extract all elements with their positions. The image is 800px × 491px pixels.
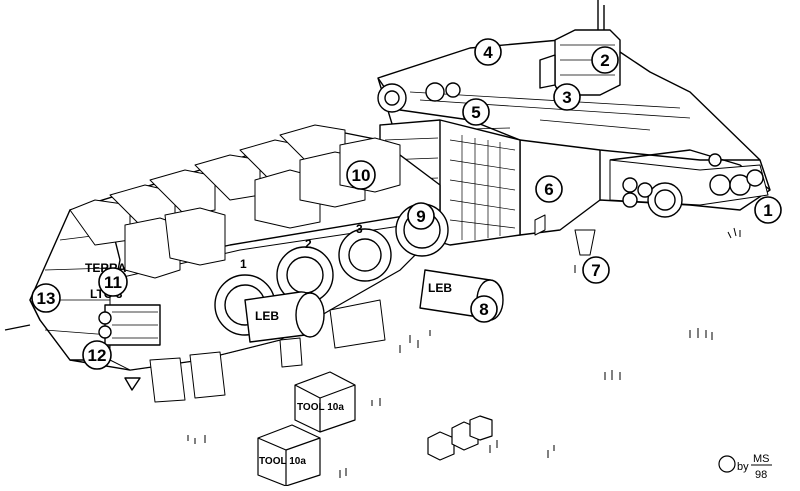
callout-number: 12 — [88, 346, 107, 365]
front-main-hull — [4, 124, 504, 403]
module-label-right: LEB — [428, 281, 452, 295]
callout-number: 2 — [600, 51, 609, 70]
callout-13 — [31, 283, 61, 313]
callout-number: 11 — [104, 273, 122, 292]
callout-9 — [407, 202, 435, 230]
callout-number: 7 — [591, 261, 600, 280]
debris-marks — [187, 227, 741, 478]
callout-5 — [462, 98, 490, 126]
callout-12 — [82, 340, 112, 370]
callout-11 — [98, 267, 128, 297]
callouts — [31, 38, 782, 370]
callout-2 — [591, 46, 619, 74]
callout-4 — [474, 38, 502, 66]
bay-number-2: 2 — [305, 237, 312, 251]
signature-initials: MS — [753, 453, 770, 465]
crate-large-1 — [294, 371, 356, 433]
callout-numbers: 1 2 3 4 5 6 7 8 9 10 11 12 13 — [37, 43, 773, 365]
bay-number-1: 1 — [240, 257, 247, 271]
callout-10 — [346, 160, 376, 190]
callout-7 — [582, 256, 610, 284]
callout-number: 10 — [352, 166, 371, 185]
floating-crates — [257, 371, 493, 487]
callout-number: 5 — [471, 103, 480, 122]
callout-number: 3 — [562, 88, 571, 107]
callout-6 — [535, 175, 563, 203]
callout-number: 9 — [416, 207, 425, 226]
crate-large-2 — [257, 424, 321, 487]
artist-signature: by MS 98 — [718, 453, 772, 481]
crate-label-1: TOOL 10a — [297, 402, 344, 413]
crate-small-group — [427, 415, 493, 461]
signature-year: 98 — [755, 469, 767, 481]
crate-label-2: TOOL 10a — [259, 456, 306, 467]
callout-3 — [553, 83, 581, 111]
callout-number: 4 — [483, 43, 493, 62]
callout-number: 6 — [544, 180, 553, 199]
bay-number-3: 3 — [356, 222, 363, 236]
callout-number: 1 — [763, 201, 772, 220]
callout-number: 13 — [37, 289, 56, 308]
signature-prefix: by — [737, 461, 749, 473]
module-label-left: LEB — [255, 309, 279, 323]
callout-number: 8 — [479, 300, 488, 319]
callout-8 — [470, 295, 498, 323]
copyright-icon — [718, 455, 736, 473]
callout-1 — [754, 196, 782, 224]
